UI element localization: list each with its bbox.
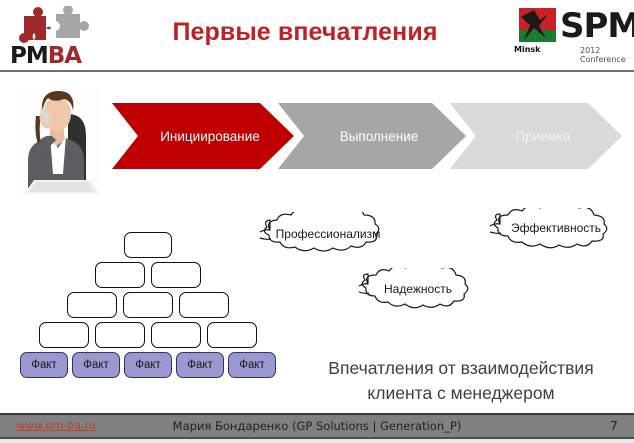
pyramid-box	[95, 322, 145, 348]
cloud-reliability: Надежность	[350, 263, 486, 310]
pyramid-row	[8, 262, 288, 288]
photo-illustration	[16, 88, 100, 194]
businesswoman-photo	[16, 88, 100, 194]
fact-pyramid: Факт Факт Факт Факт Факт	[8, 228, 288, 388]
pyramid-box	[95, 262, 145, 288]
cloud-professionalism: Профессионализм	[252, 204, 404, 256]
process-step-initiation[interactable]: Инициирование	[112, 103, 294, 169]
footer-top-divider	[0, 413, 634, 415]
pyramid-box	[207, 322, 257, 348]
cloud-shape-icon	[358, 263, 469, 309]
footer-bottom-strip	[0, 439, 634, 443]
fact-box: Факт	[176, 352, 224, 378]
pyramid-row	[8, 232, 288, 258]
footer-author-text: Мария Бондаренко (GP Solutions | Generat…	[172, 419, 462, 433]
pyramid-box	[67, 292, 117, 318]
pmba-wordmark-ba: BA	[47, 43, 82, 69]
cloud-shape-icon	[489, 203, 608, 249]
pyramid-row	[8, 292, 288, 318]
process-step-acceptance-label: Приемка	[515, 128, 571, 144]
spm-flag-icon	[512, 8, 556, 42]
footer-website-link[interactable]: www.pm-ba.ru	[16, 419, 96, 432]
footer-bar	[0, 415, 634, 437]
spm-logo: Minsk SPM 2012 Conference	[512, 6, 634, 64]
pmba-puzzle-icon	[19, 5, 89, 43]
pyramid-box	[124, 232, 172, 258]
fact-box: Факт	[228, 352, 276, 378]
cloud-effectiveness: Эффективность	[480, 203, 632, 250]
caption-line-2: клиента с менеджером	[367, 383, 555, 403]
pmba-logo	[8, 5, 104, 68]
spm-city-label: Minsk	[514, 45, 541, 54]
spm-conference-label: 2012 Conference	[580, 46, 626, 64]
caption-text: Впечатления от взаимодействия клиента с …	[296, 356, 626, 406]
process-step-execution-label: Выполнение	[339, 128, 419, 144]
fact-box: Факт	[72, 352, 120, 378]
cloud-professionalism-label: Профессионализм	[275, 227, 381, 241]
cloud-reliability-label: Надежность	[384, 282, 452, 296]
fact-box: Факт	[124, 352, 172, 378]
page-title: Первые впечатления	[172, 18, 438, 46]
footer-page-number: 7	[610, 418, 618, 433]
pyramid-row-facts: Факт Факт Факт Факт Факт	[8, 352, 288, 378]
process-step-acceptance[interactable]: Приемка	[450, 103, 622, 169]
footer-bottom-divider	[0, 437, 634, 439]
pyramid-box	[39, 322, 89, 348]
spm-wordmark: SPM	[560, 6, 634, 46]
caption-line-1: Впечатления от взаимодействия	[328, 358, 594, 378]
fact-box: Факт	[20, 352, 68, 378]
pyramid-box	[151, 322, 201, 348]
pyramid-box	[179, 292, 229, 318]
pmba-wordmark: PMBA	[10, 43, 82, 69]
cloud-effectiveness-label: Эффективность	[510, 221, 602, 235]
header-divider	[0, 70, 634, 72]
process-step-execution[interactable]: Выполнение	[278, 103, 466, 169]
pyramid-box	[151, 262, 201, 288]
pmba-wordmark-pm: PM	[10, 43, 49, 69]
process-step-initiation-label: Инициирование	[160, 128, 260, 144]
pyramid-row	[8, 322, 288, 348]
pyramid-box	[123, 292, 173, 318]
